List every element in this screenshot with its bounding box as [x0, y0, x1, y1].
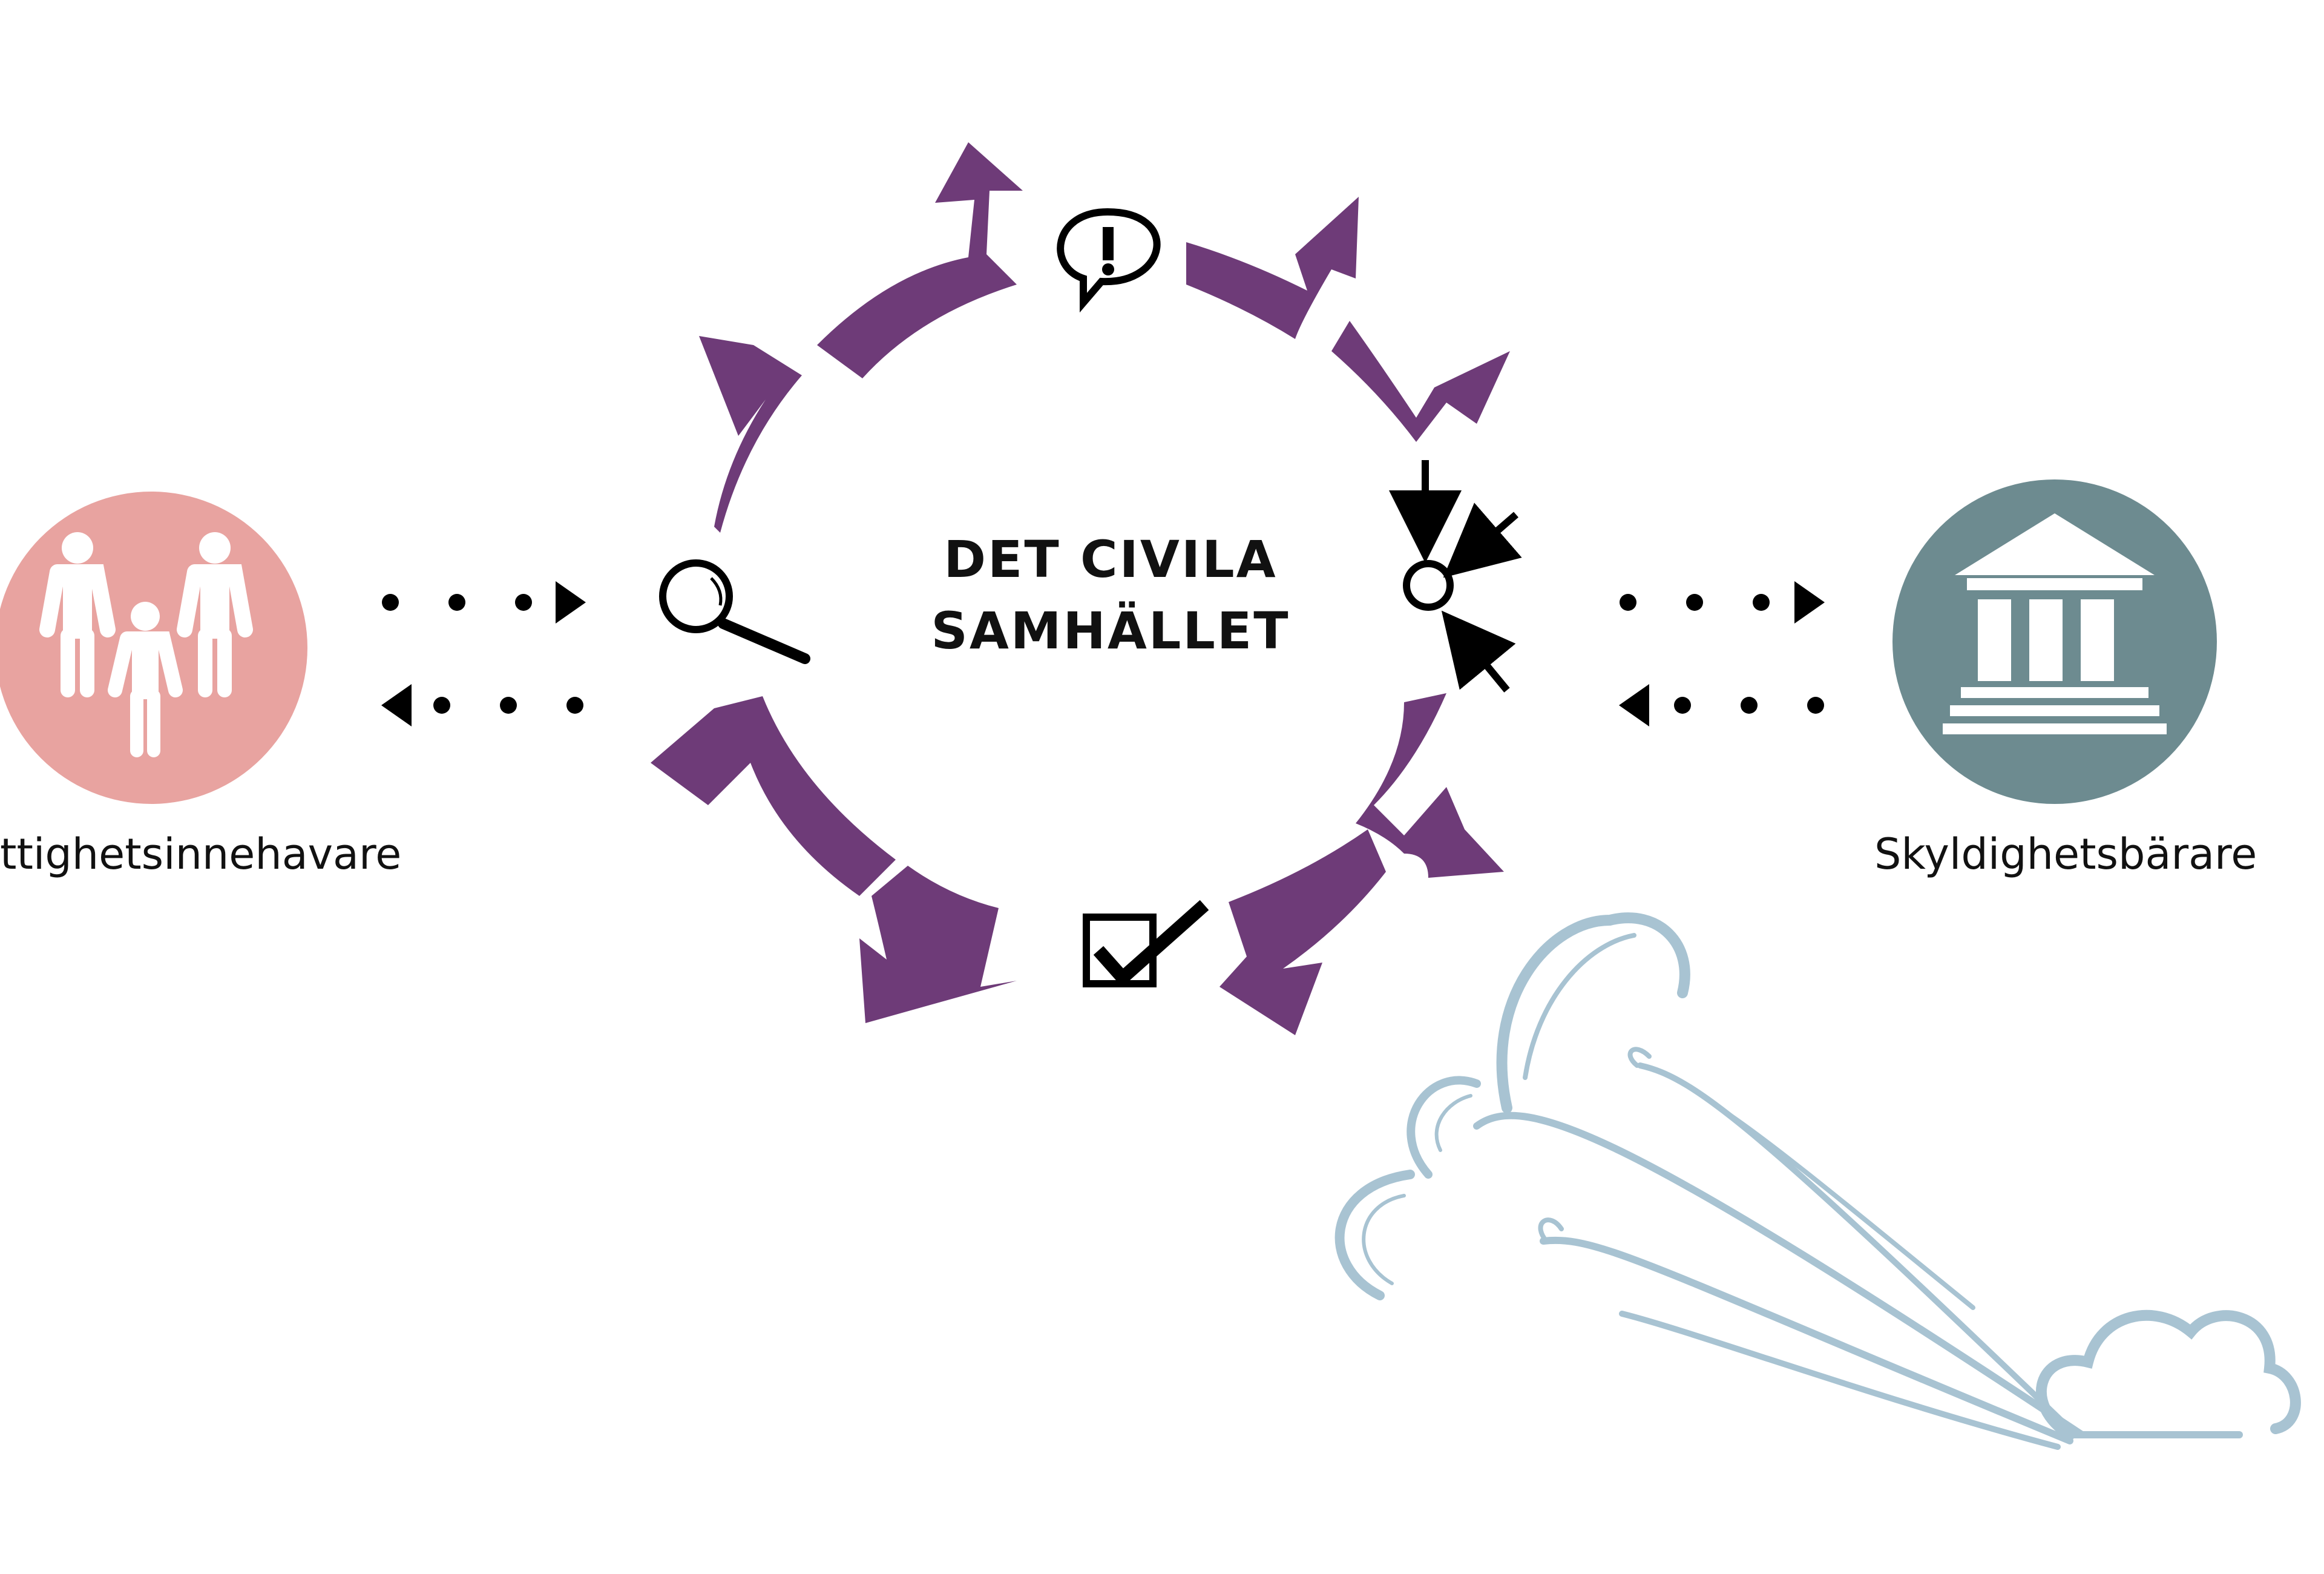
arrow-to-center-from-right — [1619, 684, 1824, 726]
cycle-arrows — [651, 142, 1510, 1035]
checkbox-check-icon — [1083, 900, 1209, 987]
rights-holders-node — [0, 492, 307, 804]
arrow-to-center — [382, 581, 586, 624]
exclamation-speech-icon — [1057, 208, 1161, 313]
duty-bearers-node — [1892, 479, 2217, 804]
cycle-arrow-left-upper — [699, 336, 802, 533]
title-line-2: SAMHÄLLET — [931, 601, 1290, 660]
magnifier-icon — [659, 559, 810, 664]
left-dotted-arrows — [381, 581, 586, 726]
people-family-icon — [39, 532, 253, 757]
right-dotted-arrows — [1619, 581, 1825, 726]
title-line-1: DET CIVILA — [944, 530, 1278, 589]
cycle-arrow-bottom-right — [1219, 829, 1386, 1035]
cycle-arrow-top-left — [817, 142, 1023, 378]
civil-society-title: DET CIVILA SAMHÄLLET — [844, 524, 1377, 667]
duty-bearers-label: Skyldighetsbärare — [1874, 829, 2257, 879]
cycle-arrow-top-right — [1186, 197, 1359, 339]
arrow-to-left — [381, 684, 583, 726]
converging-arrows-icon — [1389, 460, 1522, 693]
government-building-icon — [1943, 513, 2167, 734]
cycle-arrow-right-lower — [1356, 693, 1504, 878]
arrow-to-right — [1620, 581, 1825, 624]
cycle-arrow-left-lower — [651, 696, 896, 896]
cycle-arrow-right-upper — [1331, 321, 1510, 442]
cycle-arrow-bottom-left — [859, 866, 1017, 1023]
wind-cloud-illustration — [1334, 912, 2301, 1450]
rights-holders-label: ttighetsinnehavare — [0, 829, 402, 879]
